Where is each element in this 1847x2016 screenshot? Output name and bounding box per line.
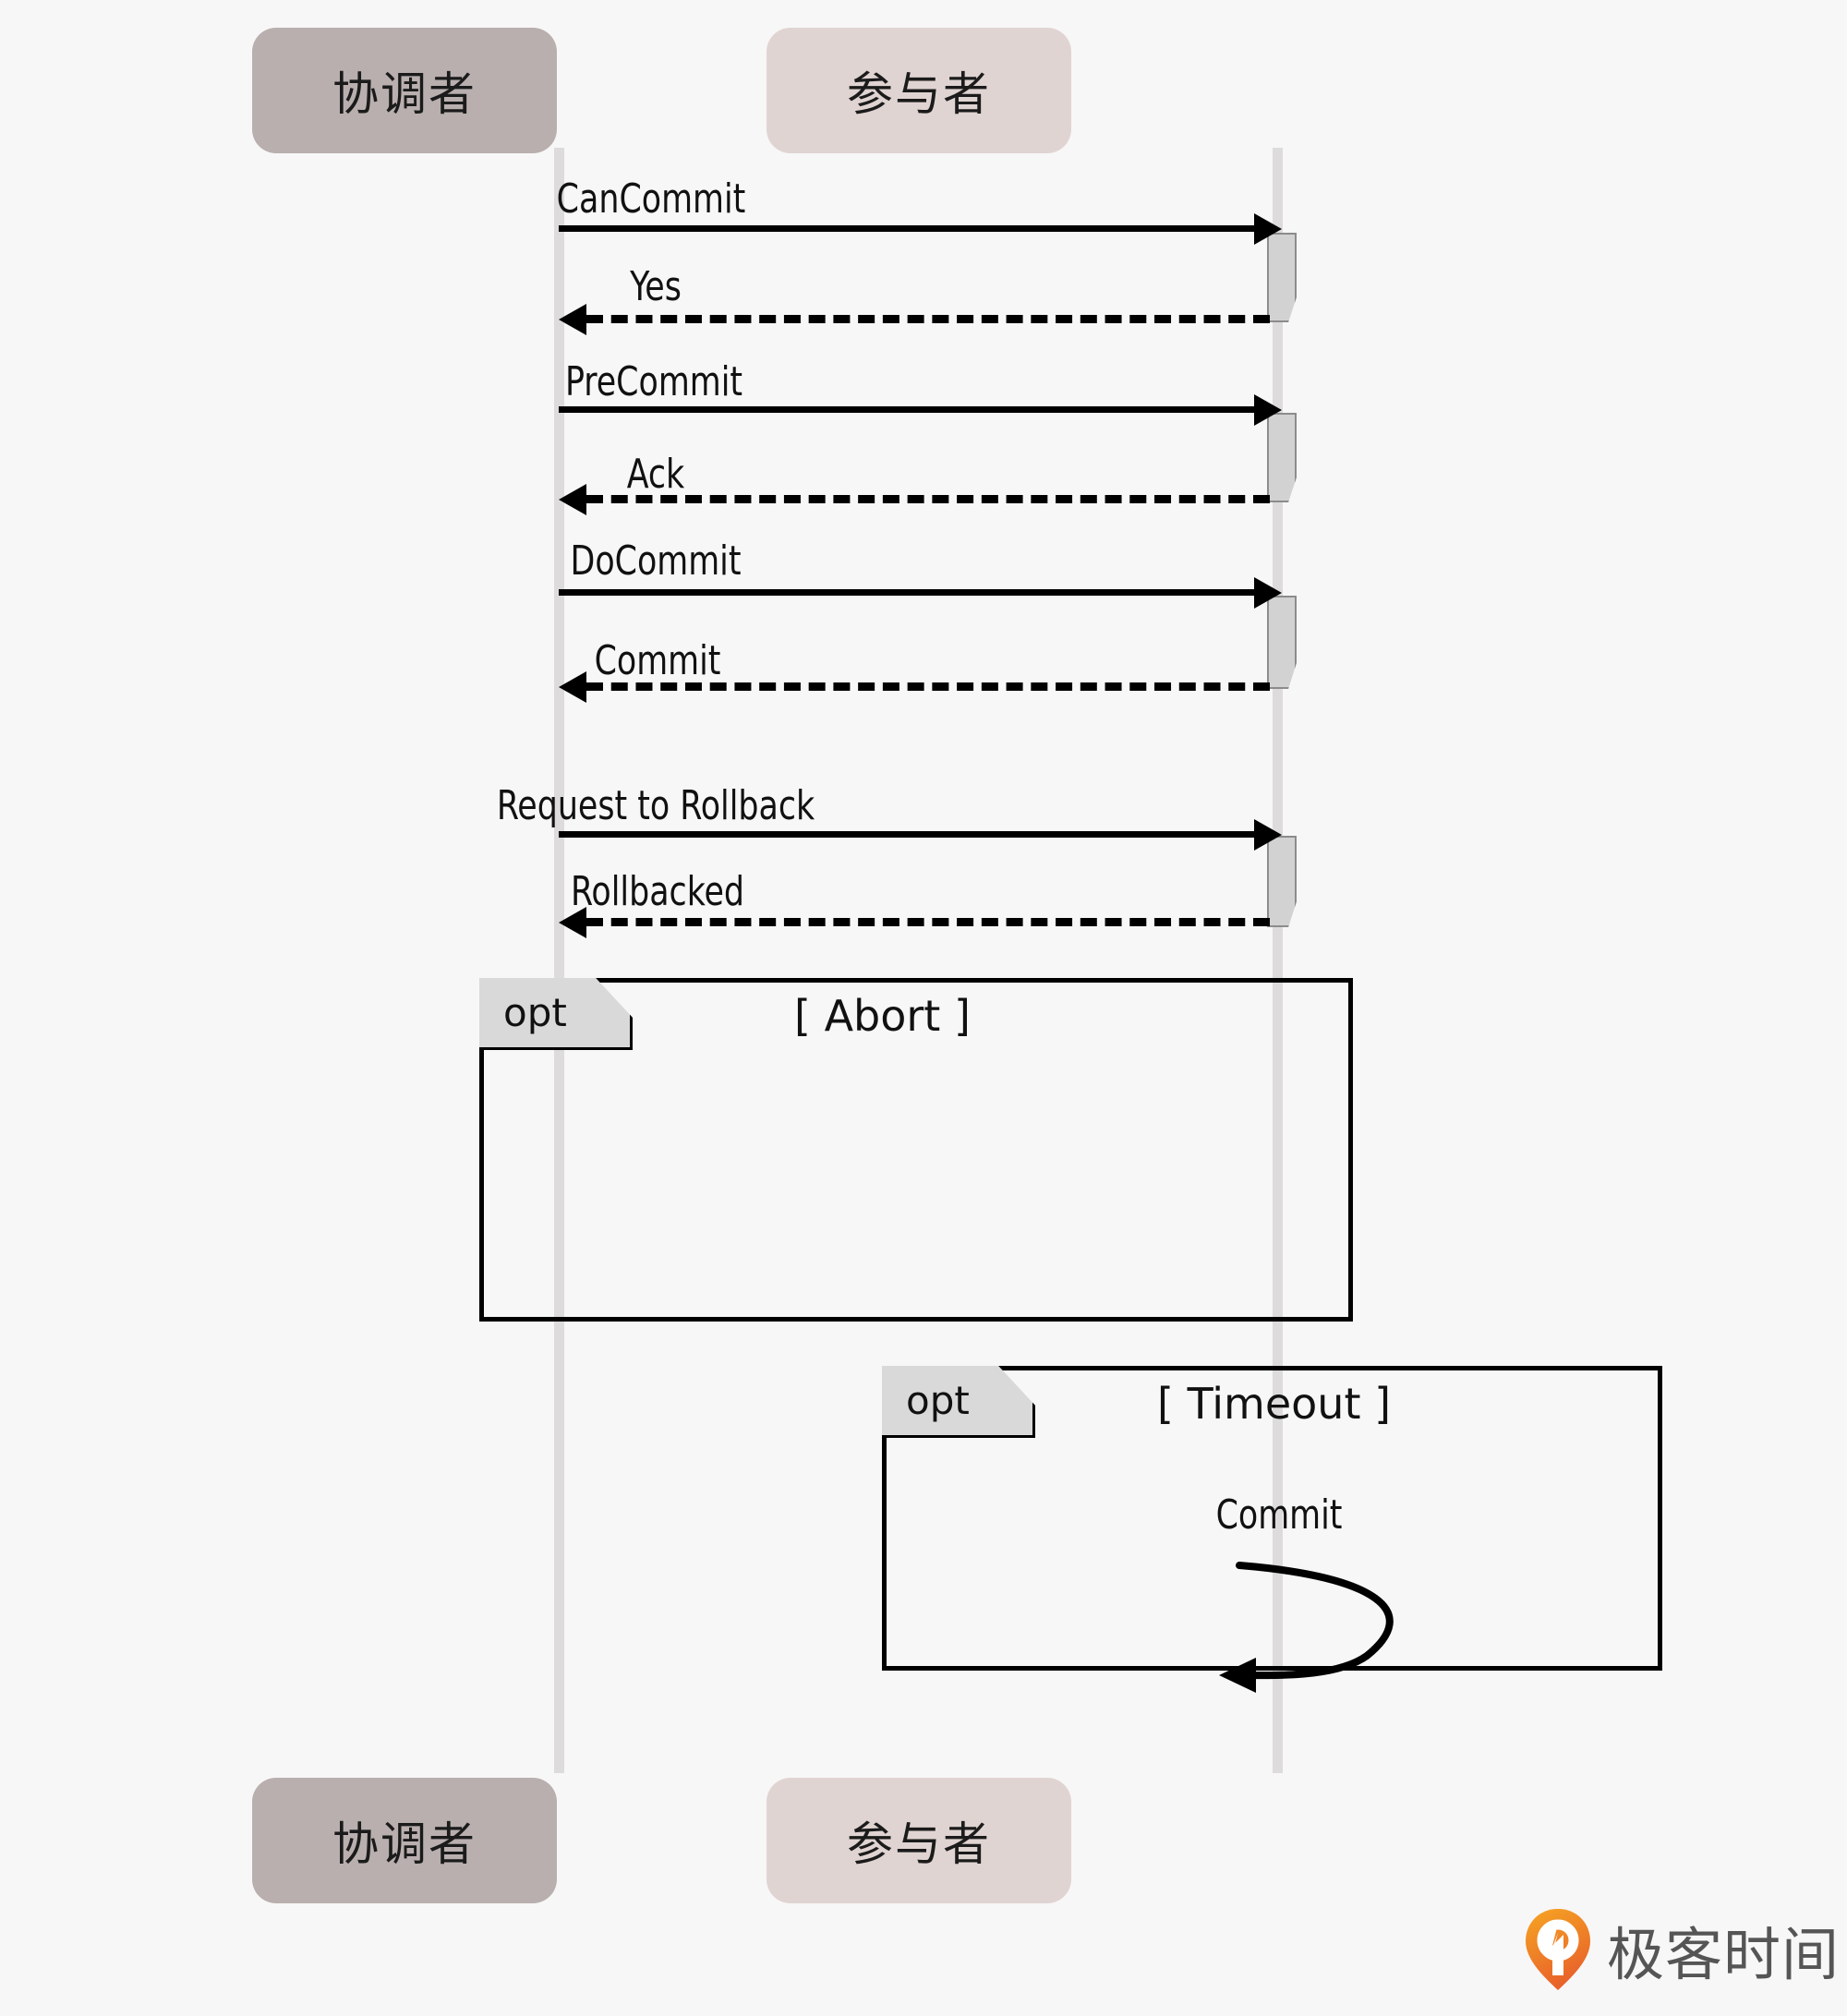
message-arrow-yes [586, 315, 1270, 323]
message-label-precommit: PreCommit [564, 358, 743, 405]
message-label-rollbacked: Rollbacked [570, 868, 745, 915]
lifeline-coordinator [554, 148, 564, 1773]
actor-footer-coordinator[interactable]: 协调者 [252, 1778, 557, 1903]
fragment-opt-abort-condition: [ Abort ] [794, 991, 971, 1041]
activation-bar-precommit [1267, 413, 1297, 502]
message-label-request-to-rollback: Request to Rollback [496, 782, 815, 829]
message-arrowhead-rollbacked [559, 907, 586, 938]
fragment-opt-abort-box [479, 978, 1353, 1322]
message-arrowhead-docommit [1254, 577, 1282, 609]
message-label-self-commit: Commit [1215, 1491, 1343, 1539]
activation-bar-cancommit [1267, 233, 1297, 322]
actor-header-participant[interactable]: 参与者 [767, 28, 1071, 153]
actor-header-participant-label: 参与者 [847, 67, 991, 121]
message-arrowhead-request-to-rollback [1254, 819, 1282, 851]
message-arrowhead-precommit [1254, 394, 1282, 426]
watermark-geektime: 极客时间 [1524, 1907, 1840, 1992]
message-arrow-self-commit [1219, 1562, 1394, 1693]
message-label-ack: Ack [626, 451, 685, 498]
message-arrow-cancommit [559, 225, 1261, 232]
message-arrow-precommit [559, 406, 1261, 413]
fragment-opt-timeout-operator: opt [906, 1378, 970, 1423]
message-arrowhead-cancommit [1254, 213, 1282, 245]
actor-footer-coordinator-label: 协调者 [332, 1817, 477, 1871]
message-arrowhead-commit [559, 671, 586, 703]
message-label-cancommit: CanCommit [556, 175, 746, 223]
message-arrowhead-yes [559, 304, 586, 335]
message-arrowhead-ack [559, 484, 586, 515]
message-arrow-rollbacked [586, 918, 1270, 926]
message-arrow-commit [586, 682, 1270, 691]
geektime-logo-icon [1524, 1907, 1592, 1992]
message-arrow-docommit [559, 589, 1261, 596]
actor-header-coordinator-label: 协调者 [332, 67, 477, 121]
message-label-yes: Yes [630, 263, 682, 310]
activation-bar-docommit [1267, 596, 1297, 689]
activation-bar-rollback [1267, 836, 1297, 927]
fragment-opt-timeout-box [882, 1366, 1662, 1671]
actor-header-coordinator[interactable]: 协调者 [252, 28, 557, 153]
fragment-opt-abort-operator: opt [503, 990, 567, 1035]
fragment-opt-timeout-condition: [ Timeout ] [1157, 1379, 1392, 1429]
message-arrow-request-to-rollback [559, 831, 1261, 838]
message-label-docommit: DoCommit [570, 537, 742, 585]
message-arrow-ack [586, 495, 1270, 503]
actor-footer-participant[interactable]: 参与者 [767, 1778, 1071, 1903]
actor-footer-participant-label: 参与者 [847, 1817, 991, 1871]
watermark-text: 极客时间 [1607, 1921, 1841, 1988]
lifeline-participant [1273, 148, 1283, 1773]
message-label-commit: Commit [594, 637, 721, 684]
